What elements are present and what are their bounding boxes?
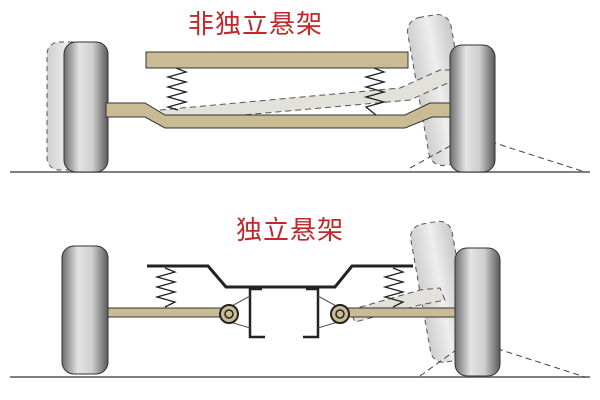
spring-left-bottom	[154, 267, 178, 308]
pivot-left	[219, 304, 239, 324]
pivot-right	[330, 304, 350, 324]
spring-left-top	[165, 67, 189, 111]
differential-bracket	[248, 287, 320, 339]
tilt-cone-top	[409, 134, 586, 173]
wheel-right-bottom	[454, 247, 501, 377]
spring-right-top	[363, 67, 387, 116]
pivot-links	[229, 295, 339, 329]
vehicle-frame-bottom	[147, 264, 413, 289]
control-arm-left	[105, 307, 227, 318]
control-arm-right	[344, 307, 458, 318]
title-independent-suspension: 独立悬架	[236, 216, 345, 246]
vehicle-frame-top	[145, 51, 409, 69]
wheel-left-top	[63, 41, 109, 173]
wheel-right-top	[449, 44, 496, 173]
spring-right-bottom	[382, 267, 406, 308]
wheel-left-bottom	[61, 245, 109, 375]
title-non-independent-suspension: 非独立悬架	[188, 10, 324, 40]
